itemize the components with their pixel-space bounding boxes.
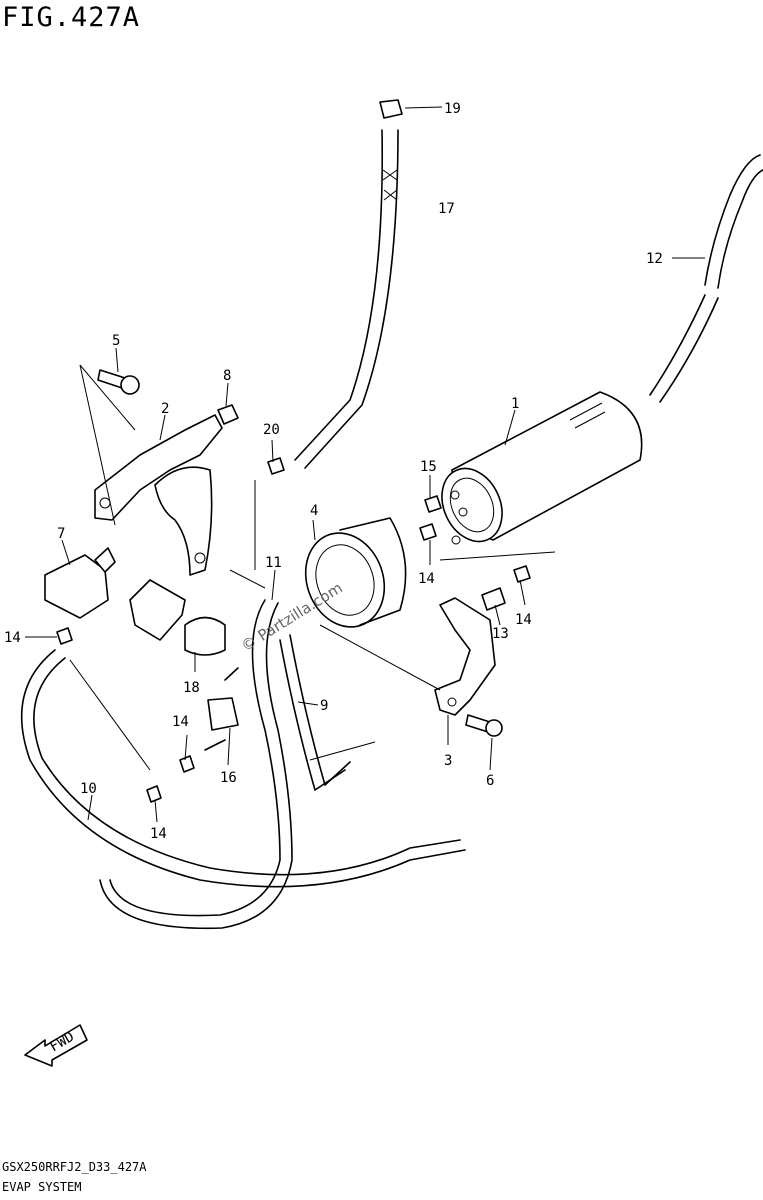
callout-13: 13 <box>492 626 509 642</box>
callout-16: 16 <box>220 770 237 786</box>
part-clip-8[interactable] <box>217 404 239 425</box>
callout-12: 12 <box>646 251 663 267</box>
part-sleeve[interactable] <box>293 517 407 638</box>
callout-8: 8 <box>223 368 231 384</box>
callout-18: 18 <box>183 680 200 696</box>
callout-11: 11 <box>265 555 282 571</box>
callout-2: 2 <box>161 401 169 417</box>
part-lower-bracket[interactable] <box>434 597 496 716</box>
part-tube-13[interactable] <box>481 587 506 611</box>
callout-19: 19 <box>444 101 461 117</box>
callout-15: 15 <box>420 459 437 475</box>
part-clip-15[interactable] <box>424 495 442 513</box>
footer-code: GSX250RRFJ2_D33_427A <box>2 1160 147 1174</box>
callout-14-c: 14 <box>150 826 167 842</box>
callout-10: 10 <box>80 781 97 797</box>
fwd-arrow: FWD <box>24 1024 88 1067</box>
callout-6: 6 <box>486 773 494 789</box>
callout-14-e: 14 <box>515 612 532 628</box>
part-cap-18[interactable] <box>184 616 226 656</box>
reference-lines <box>69 364 556 771</box>
callout-5: 5 <box>112 333 120 349</box>
hose-11[interactable] <box>99 599 293 930</box>
part-clip-19[interactable] <box>379 99 403 119</box>
part-bracket[interactable] <box>94 414 223 641</box>
figure-title: FIG.427A <box>2 2 141 33</box>
callout-7: 7 <box>57 526 65 542</box>
callout-14-b: 14 <box>172 714 189 730</box>
part-canister[interactable] <box>431 391 643 551</box>
hose-10[interactable] <box>20 649 466 888</box>
callout-14-a: 14 <box>4 630 21 646</box>
callout-3: 3 <box>444 753 452 769</box>
callout-1: 1 <box>511 396 519 412</box>
part-bolt-5[interactable] <box>97 369 140 395</box>
part-bolt-6[interactable] <box>465 714 503 737</box>
callout-14-d: 14 <box>418 571 435 587</box>
part-valve[interactable] <box>44 547 116 619</box>
callout-9: 9 <box>320 698 328 714</box>
part-clip-14[interactable] <box>56 523 531 803</box>
callout-17: 17 <box>438 201 455 217</box>
part-pipe-16[interactable] <box>204 667 239 751</box>
callout-labels: 1 2 3 4 5 6 7 8 9 10 11 12 13 14 14 14 1… <box>4 101 663 842</box>
hose-17[interactable] <box>294 129 399 469</box>
part-clip-20[interactable] <box>267 457 285 475</box>
callout-4: 4 <box>310 503 318 519</box>
leader-lines <box>25 106 705 823</box>
hose-12[interactable] <box>649 154 763 403</box>
callout-20: 20 <box>263 422 280 438</box>
hose-9[interactable] <box>279 634 351 791</box>
footer-name: EVAP SYSTEM <box>2 1180 82 1194</box>
